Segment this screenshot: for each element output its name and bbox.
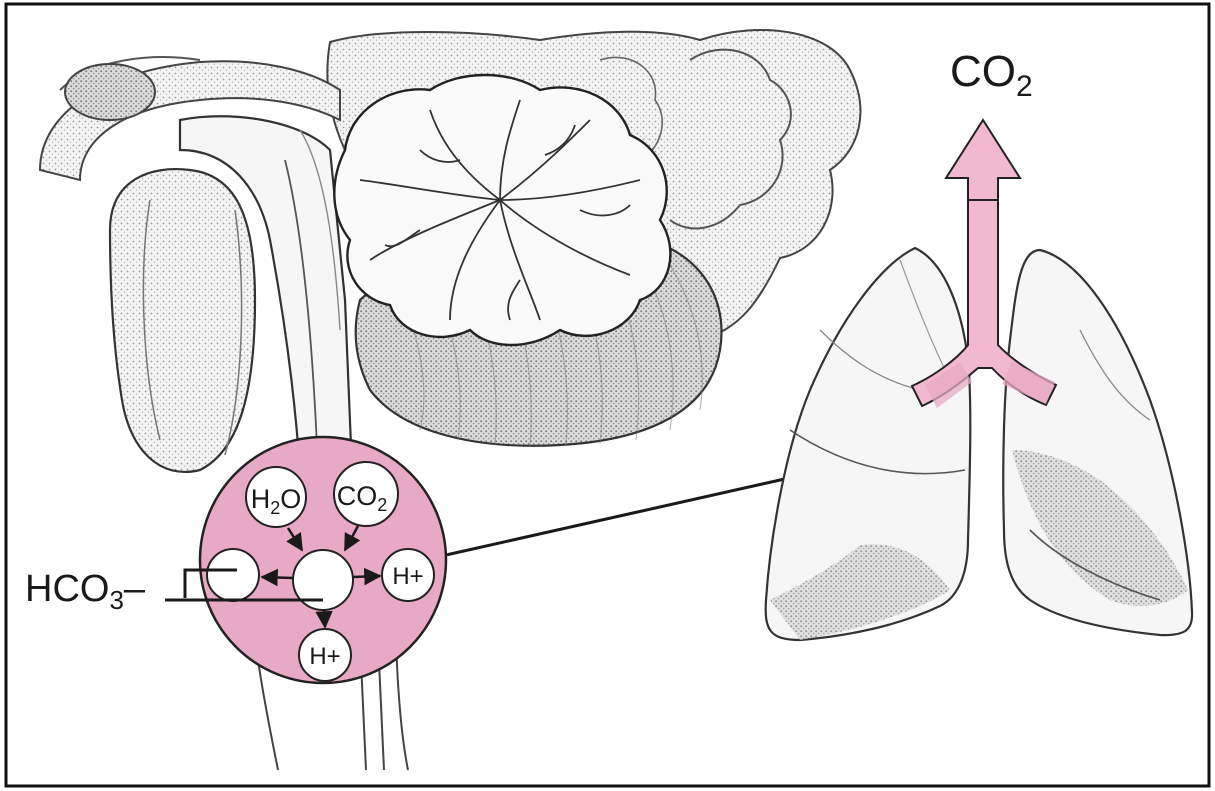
hco3-node — [207, 549, 259, 601]
hco3-label: HCO3– — [25, 568, 146, 615]
arrow-center-to-hco3 — [262, 577, 293, 578]
arrow-center-to-hplus-right — [353, 576, 380, 577]
h-plus-bottom-label: H+ — [309, 643, 340, 670]
arrow-center-to-hplus-bottom — [324, 610, 325, 627]
h-plus-right-label: H+ — [392, 563, 423, 590]
